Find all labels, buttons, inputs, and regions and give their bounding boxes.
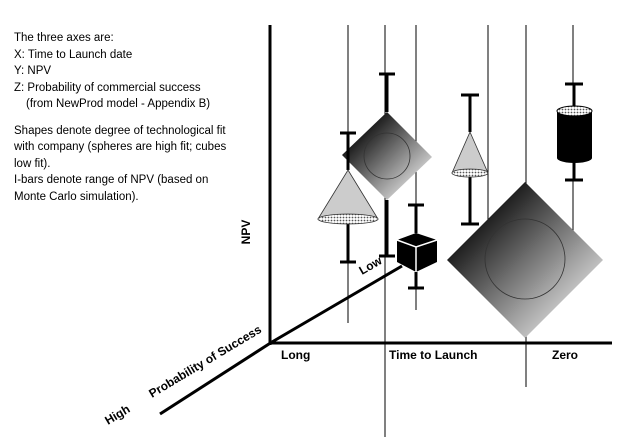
z-axis-high-label: High [102,402,132,428]
legend-text: The three axes are: X: Time to Launch da… [14,30,226,205]
legend-line: Shapes denote degree of technological fi… [14,124,226,137]
legend-line: I-bars denote range of NPV (based on [14,174,209,186]
z-axis [159,340,273,416]
cylinder-marker [556,82,593,182]
legend-line: Monte Carlo simulation). [14,190,139,203]
y-axis-label: NPV [239,220,253,245]
cone-marker-2 [451,93,489,226]
x-axis-label-zero: Zero [552,348,578,362]
cube-marker [396,203,438,290]
legend-line: (from NewProd model - Appendix B) [26,98,211,110]
legend-line: The three axes are: [14,32,114,44]
sphere-marker-1 [342,72,432,258]
legend-line: low fit). [14,157,51,170]
x-axis-label-long: Long [281,348,310,362]
legend-line: with company (spheres are high fit; cube… [14,141,227,153]
legend-line: Z: Probability of commercial success [14,81,201,94]
cone-marker-1 [317,131,379,264]
legend-line: Y: NPV [14,65,52,77]
z-axis-inner [271,264,403,344]
sphere-marker-2 [447,182,603,338]
x-axis-label: Time to Launch [389,348,477,362]
legend-line: X: Time to Launch date [14,48,133,61]
z-axis-label: Probability of Success [146,322,264,400]
